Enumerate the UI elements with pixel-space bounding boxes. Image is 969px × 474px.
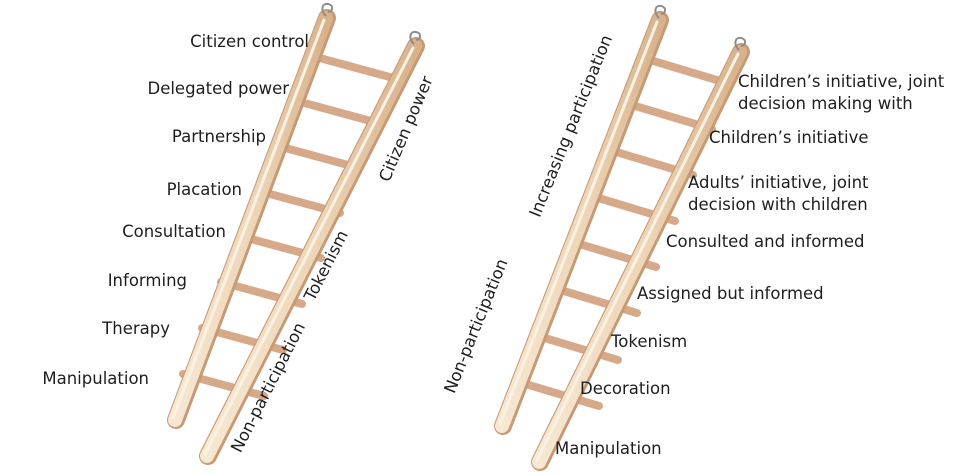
rung — [274, 142, 363, 172]
rung-label-line: decision making with — [738, 94, 913, 113]
rung-label: Therapy — [101, 319, 170, 338]
side-label: Non-participation — [440, 256, 511, 396]
rung-label: Informing — [108, 271, 187, 290]
rung-label-line: Adults’ initiative, joint — [688, 173, 869, 192]
rung-label-line: decision with children — [688, 195, 868, 214]
rung-label: Manipulation — [42, 369, 149, 388]
rung-label: Partnership — [172, 127, 266, 146]
rung-label: Consulted and informed — [666, 232, 864, 251]
rung-label: Tokenism — [610, 332, 687, 351]
ladder-right-right-rail — [531, 43, 750, 471]
rung-label: Placation — [167, 180, 242, 199]
rung — [646, 56, 734, 88]
rung-label: Decoration — [580, 379, 671, 398]
hook-icon — [409, 30, 422, 45]
hook-icon — [321, 2, 334, 17]
ladder-left: Citizen control Delegated power Partners… — [42, 2, 437, 465]
hook-icon — [734, 36, 747, 51]
ladder-right: Children’s initiative, joint decision ma… — [440, 4, 949, 471]
ladder-left-right-rail — [199, 37, 425, 465]
rung-label: Assigned but informed — [637, 284, 824, 303]
hook-icon — [654, 4, 667, 19]
rung-label-line: Children’s initiative, joint — [738, 72, 945, 91]
rung-label: Consultation — [122, 222, 226, 241]
rung — [312, 53, 401, 83]
rung — [293, 97, 382, 127]
rung — [534, 332, 622, 364]
rung-label: Children’s initiative, joint decision ma… — [738, 72, 949, 113]
rung — [515, 378, 603, 410]
rung-label: Citizen control — [190, 32, 309, 51]
rung-label: Children’s initiative — [709, 128, 869, 147]
rung-label: Manipulation — [555, 439, 662, 458]
ladder-right-left-rail — [494, 11, 669, 435]
rung-label: Delegated power — [147, 79, 289, 98]
rung-label: Adults’ initiative, joint decision with … — [688, 173, 874, 214]
ladder-left-left-rail — [167, 9, 336, 429]
